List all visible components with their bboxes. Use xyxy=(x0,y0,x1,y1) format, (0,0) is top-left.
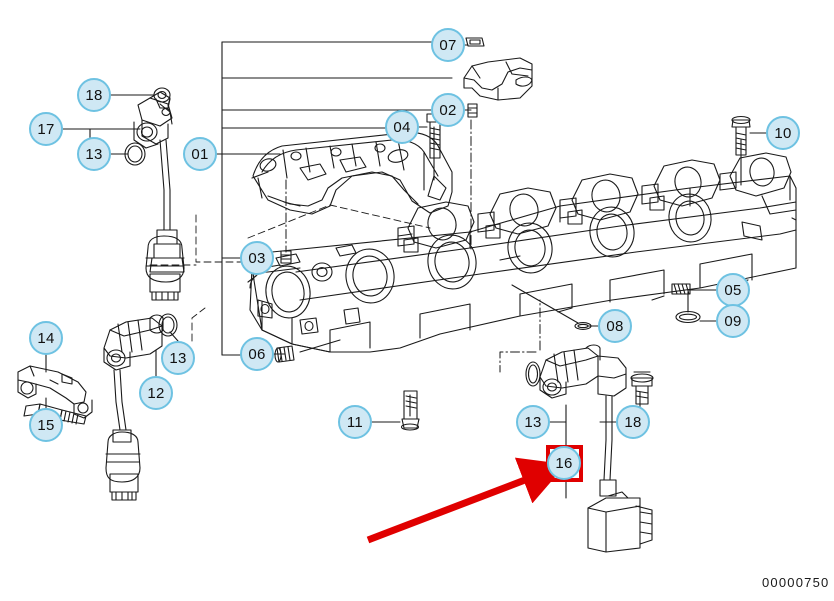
leader-lines-top-bracket xyxy=(216,41,453,356)
callout-13-bottom-right[interactable]: 13 xyxy=(516,405,550,439)
callout-08[interactable]: 08 xyxy=(598,309,632,343)
part-18-bolt-top-left xyxy=(153,87,171,109)
part-06-bush xyxy=(274,345,295,363)
callout-09[interactable]: 09 xyxy=(716,304,750,338)
part-11-bolt xyxy=(400,390,420,431)
callout-03[interactable]: 03 xyxy=(240,241,274,275)
diagram-id-label: 00000750 xyxy=(762,575,830,590)
callout-16[interactable]: 16 xyxy=(547,446,581,480)
callout-01[interactable]: 01 xyxy=(183,137,217,171)
part-18-bolt-lower-right xyxy=(630,371,654,405)
part-10-bolt xyxy=(731,115,751,156)
callout-10[interactable]: 10 xyxy=(766,116,800,150)
callout-04[interactable]: 04 xyxy=(385,110,419,144)
callout-12[interactable]: 12 xyxy=(139,376,173,410)
callout-11[interactable]: 11 xyxy=(338,405,372,439)
cylinder-head-block xyxy=(247,152,797,353)
part-08-o-ring xyxy=(574,322,592,330)
callout-06[interactable]: 06 xyxy=(240,337,274,371)
callout-07[interactable]: 07 xyxy=(431,28,465,62)
callout-15[interactable]: 15 xyxy=(29,408,63,442)
part-02-dowel xyxy=(467,103,478,118)
part-05-spring-pin xyxy=(671,283,691,295)
part-16-camshaft-position-sensor xyxy=(539,344,653,553)
callout-17[interactable]: 17 xyxy=(29,112,63,146)
part-14-bracket xyxy=(17,365,93,419)
red-pointer-arrow xyxy=(366,457,567,544)
part-07-valve-shim xyxy=(465,37,485,47)
callout-05[interactable]: 05 xyxy=(716,273,750,307)
part-13-o-ring-lower-left xyxy=(158,313,178,337)
callout-18-top-left[interactable]: 18 xyxy=(77,78,111,112)
part-01-camshaft-bearing-bridge xyxy=(251,131,453,215)
rocker-arm xyxy=(463,57,533,101)
callout-13-top-left[interactable]: 13 xyxy=(77,137,111,171)
callout-18-bottom-right[interactable]: 18 xyxy=(616,405,650,439)
callout-13-bottom-left[interactable]: 13 xyxy=(161,341,195,375)
callout-02[interactable]: 02 xyxy=(431,93,465,127)
part-12-crankshaft-position-sensor xyxy=(103,314,164,501)
callout-14[interactable]: 14 xyxy=(29,321,63,355)
part-17-camshaft-position-sensor xyxy=(133,91,185,301)
part-13-o-ring-lower-right xyxy=(525,361,541,387)
part-09-o-ring xyxy=(675,310,701,324)
part-13-o-ring-top-left xyxy=(124,142,146,166)
leader-lines-misc xyxy=(45,44,767,499)
